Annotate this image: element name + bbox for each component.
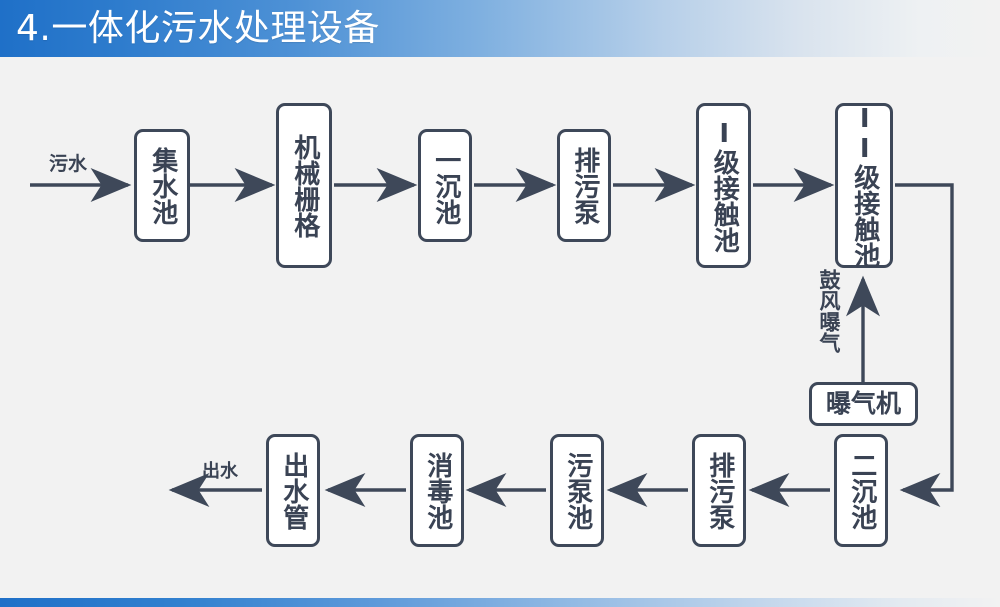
- node-label: 一沉池: [430, 146, 461, 225]
- node-sewage-pump-2[interactable]: 排污泵: [692, 434, 746, 547]
- process-flow-diagram: 污水 出水 鼓风曝气 集水池 机械栅格 一沉池 排污泵 I级接触池 II级接触池…: [0, 57, 1000, 598]
- node-disinfection-tank[interactable]: 消毒池: [410, 434, 464, 547]
- node-mechanical-grate[interactable]: 机械栅格: [276, 103, 332, 268]
- node-contact-tank-2[interactable]: II级接触池: [835, 103, 893, 268]
- outlet-label: 出水: [202, 461, 238, 482]
- node-outlet-pipe[interactable]: 出水管: [266, 434, 320, 547]
- node-contact-tank-1[interactable]: I级接触池: [696, 103, 751, 268]
- connector-wires: [30, 168, 954, 507]
- page-title: 4.一体化污水处理设备: [16, 8, 380, 49]
- node-collect-tank[interactable]: 集水池: [134, 129, 190, 242]
- node-label: II级接触池: [849, 103, 880, 268]
- node-label: 污泵池: [562, 451, 593, 530]
- aeration-label: 鼓风曝气: [817, 269, 841, 353]
- node-label: 曝气机: [825, 389, 901, 419]
- node-label: 出水管: [278, 451, 309, 530]
- node-label: 消毒池: [422, 451, 453, 530]
- node-aerator[interactable]: 曝气机: [809, 382, 918, 426]
- node-label: I级接触池: [709, 118, 740, 253]
- footer-bar: [0, 598, 1000, 607]
- node-label: 集水池: [147, 146, 178, 225]
- node-label: 排污泵: [704, 451, 735, 530]
- inlet-label: 污水: [49, 153, 88, 175]
- node-sludge-pump-tank[interactable]: 污泵池: [550, 434, 604, 547]
- node-label: 二沉池: [846, 451, 877, 530]
- node-label: 排污泵: [569, 146, 600, 225]
- node-secondary-settler[interactable]: 二沉池: [834, 434, 888, 547]
- header-bar: 4.一体化污水处理设备: [0, 0, 1000, 57]
- node-label: 机械栅格: [289, 133, 320, 238]
- node-sewage-pump-1[interactable]: 排污泵: [557, 129, 611, 242]
- node-primary-settler[interactable]: 一沉池: [418, 129, 472, 242]
